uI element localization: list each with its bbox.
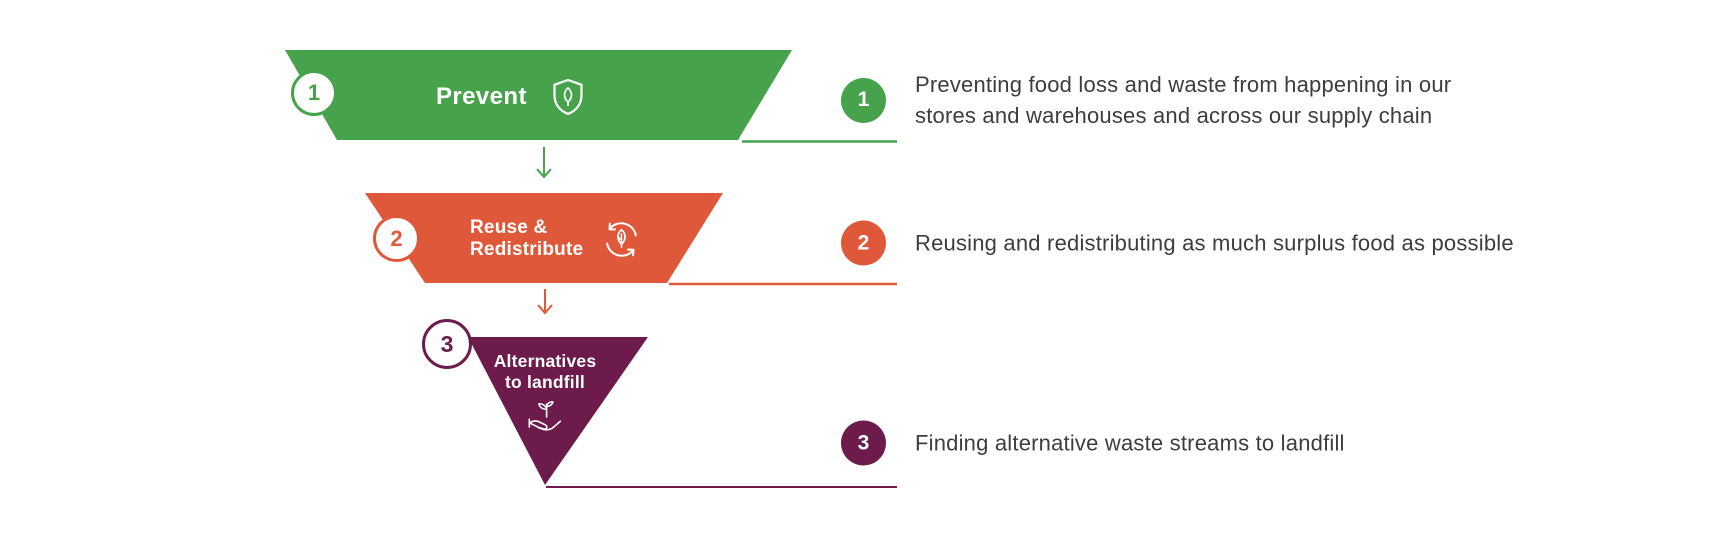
legend-badge-1: 1 bbox=[841, 77, 886, 123]
stage-2-title: Reuse & Redistribute bbox=[470, 217, 584, 260]
legend-description-1: Preventing food loss and waste from happ… bbox=[915, 72, 1452, 128]
stage-3-number-badge: 3 bbox=[422, 319, 472, 369]
stage-1-number-badge: 1 bbox=[291, 70, 337, 116]
stage-2-label-group: Reuse & Redistribute bbox=[470, 217, 642, 261]
legend-badge-2: 2 bbox=[841, 220, 886, 266]
down-arrow-icon bbox=[537, 289, 553, 315]
legend-description-3: Finding alternative waste streams to lan… bbox=[915, 430, 1345, 456]
down-arrow-icon bbox=[536, 147, 552, 179]
stage-3-title: Alternatives bbox=[493, 351, 597, 371]
funnel-stage-1-shape bbox=[285, 50, 792, 140]
legend-badge-3: 3 bbox=[841, 420, 886, 466]
legend-description-2: Reusing and redistributing as much surpl… bbox=[915, 230, 1514, 256]
legend-item-reuse-redistribute: 2 Reusing and redistributing as much sur… bbox=[841, 220, 1515, 266]
funnel-stage-3-shape bbox=[468, 337, 648, 485]
shield-leaf-icon bbox=[551, 77, 585, 117]
stage-2-number-badge: 2 bbox=[373, 215, 420, 262]
funnel-stage-2-shape bbox=[365, 193, 723, 283]
legend-item-alternatives-to-landfill: 3 Finding alternative waste streams to l… bbox=[841, 420, 1515, 466]
hand-plant-icon bbox=[525, 397, 565, 435]
stage-1-title: Prevent bbox=[436, 83, 527, 110]
legend-item-prevent: 1 Preventing food loss and waste from ha… bbox=[841, 69, 1515, 131]
recycle-leaf-icon bbox=[601, 219, 642, 260]
stage-1-label-group: Prevent bbox=[436, 75, 585, 119]
stage-3-label-group: Alternatives to landfill bbox=[494, 351, 597, 435]
